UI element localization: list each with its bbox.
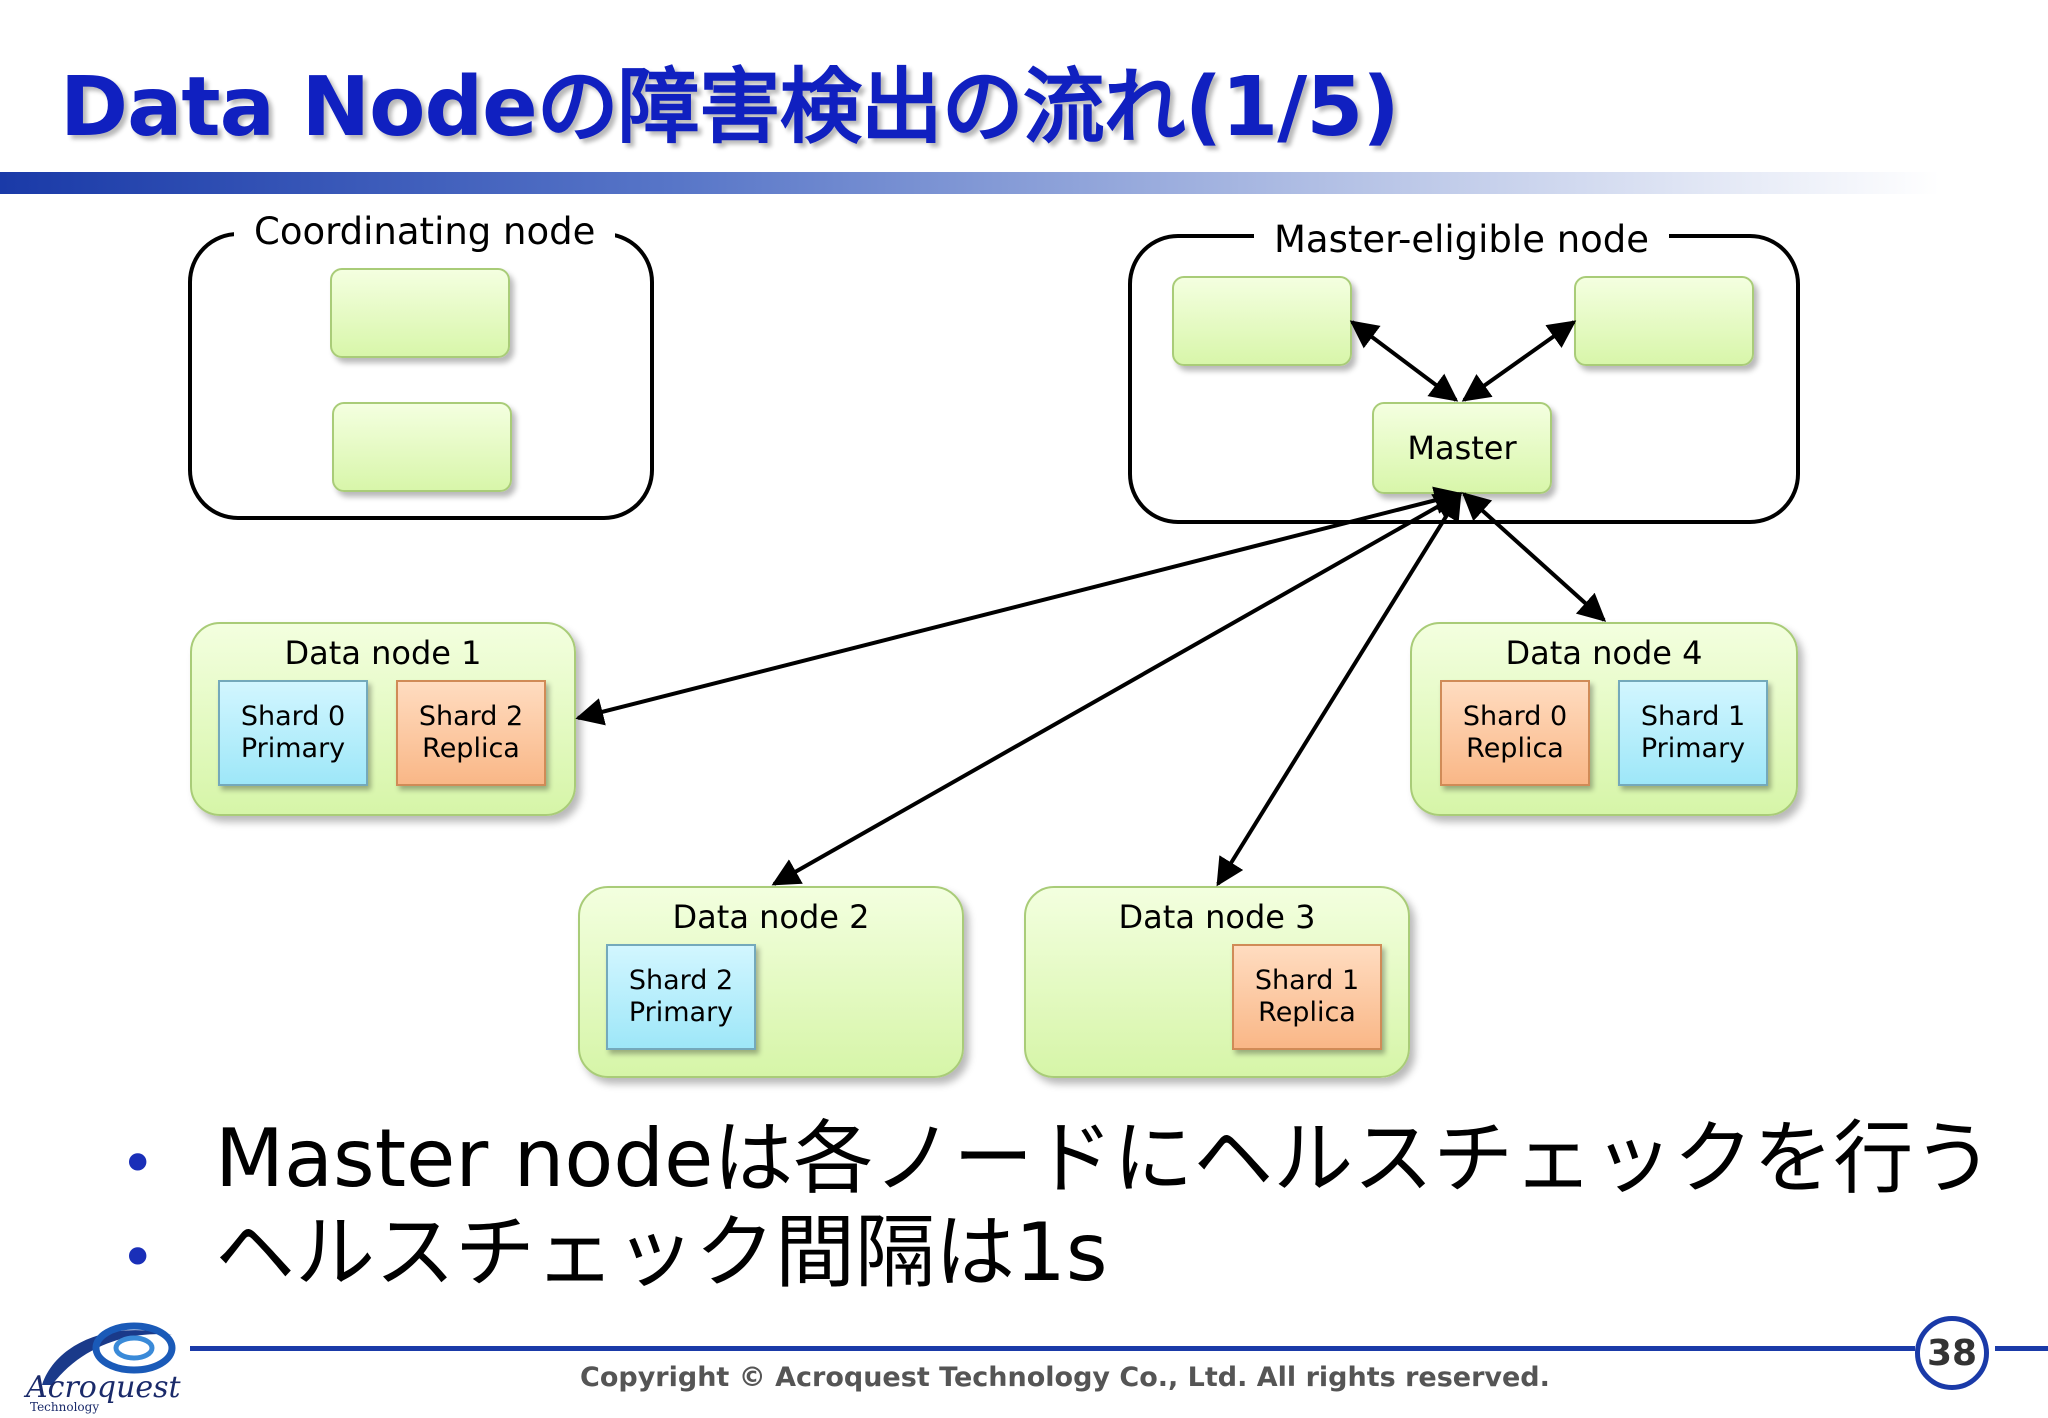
shard-name: Shard 1 [1640, 701, 1746, 732]
master-eligible-node-label: Master-eligible node [1254, 218, 1670, 261]
shard-primary: Shard 2 Primary [606, 944, 756, 1050]
title-underline-bar [0, 172, 1940, 194]
data-node-label: Data node 2 [672, 898, 870, 936]
shard-role: Replica [1258, 997, 1356, 1028]
page-number: 38 [1926, 1332, 1978, 1374]
master-node: Master [1372, 402, 1552, 494]
coordinating-node-slot [330, 268, 510, 358]
arrow-master-to-data-node-1 [575, 486, 1463, 726]
coordinating-node-label: Coordinating node [234, 210, 616, 253]
master-node-label: Master [1407, 429, 1517, 467]
bullet-item: • Master nodeは各ノードにヘルスチェックを行う [120, 1094, 1993, 1210]
copyright-text: Copyright © Acroquest Technology Co., Lt… [580, 1362, 1550, 1393]
data-node-3: Data node 3 Shard 1 Replica [1024, 886, 1410, 1078]
shard-role: Replica [1466, 733, 1564, 764]
arrow-master-to-data-node-2 [771, 492, 1463, 886]
acroquest-logo-icon [42, 1322, 176, 1385]
bullet-text: Master nodeは各ノードにヘルスチェックを行う [215, 1112, 1994, 1205]
bullet-dot-icon: • [120, 1223, 156, 1294]
shard-replica: Shard 1 Replica [1232, 944, 1382, 1050]
data-node-label: Data node 4 [1505, 634, 1703, 672]
shard-primary: Shard 1 Primary [1618, 680, 1768, 786]
shard-name: Shard 0 [240, 701, 346, 732]
data-node-2: Data node 2 Shard 2 Primary [578, 886, 964, 1078]
shard-name: Shard 1 [1254, 965, 1360, 996]
logo-text: Acroquest [26, 1370, 181, 1405]
shard-replica: Shard 0 Replica [1440, 680, 1590, 786]
data-node-1: Data node 1 Shard 0 Primary Shard 2 Repl… [190, 622, 576, 816]
data-node-label: Data node 3 [1118, 898, 1316, 936]
footer-line [190, 1346, 1915, 1351]
bullet-item: • ヘルスチェック間隔は1s [120, 1188, 1108, 1304]
master-eligible-slot [1172, 276, 1352, 366]
bullet-dot-icon: • [120, 1129, 156, 1200]
shard-primary: Shard 0 Primary [218, 680, 368, 786]
coordinating-node-slot [332, 402, 512, 492]
shard-role: Replica [422, 733, 520, 764]
shard-role: Primary [628, 997, 734, 1028]
data-node-4: Data node 4 Shard 0 Replica Shard 1 Prim… [1410, 622, 1798, 816]
master-eligible-slot [1574, 276, 1754, 366]
shard-name: Shard 2 [628, 965, 734, 996]
shard-name: Shard 0 [1462, 701, 1568, 732]
slide-title: Data Nodeの障害検出の流れ(1/5) [60, 60, 1400, 155]
shard-replica: Shard 2 Replica [396, 680, 546, 786]
bullet-text: ヘルスチェック間隔は1s [215, 1206, 1108, 1299]
data-node-label: Data node 1 [284, 634, 482, 672]
shard-role: Primary [1640, 733, 1746, 764]
logo-subtext: Technology [30, 1400, 100, 1414]
page-number-badge: 38 [1915, 1316, 1989, 1390]
shard-role: Primary [240, 733, 346, 764]
shard-name: Shard 2 [418, 701, 524, 732]
footer-line [1995, 1346, 2048, 1351]
